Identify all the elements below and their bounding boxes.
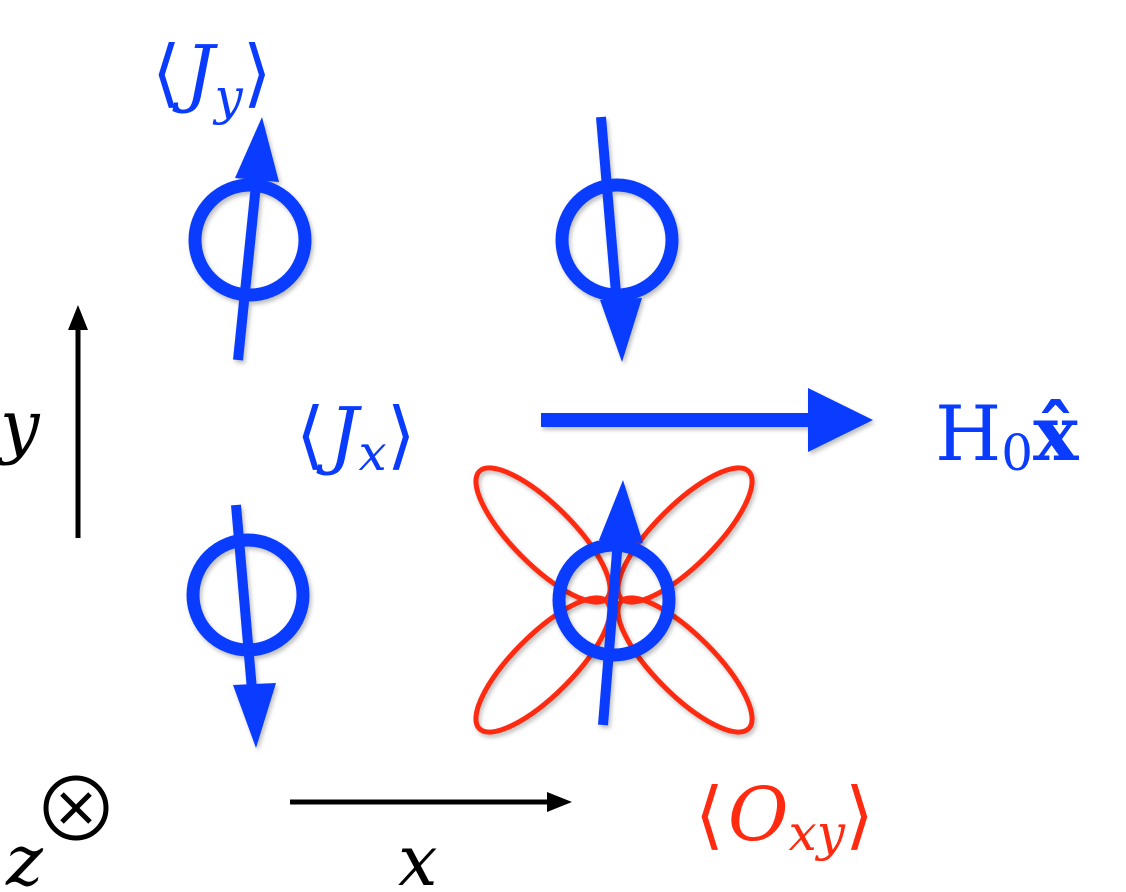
x-axis: [290, 792, 572, 812]
spin-top-left: [188, 117, 312, 361]
x-axis-label: x: [398, 820, 437, 892]
into-page-icon: [43, 775, 109, 841]
quadrupole-lobes: [473, 465, 755, 735]
spin-bottom-left: [186, 504, 310, 748]
label-oxy: ⟨Oxy⟩: [695, 772, 874, 862]
label-field: H0x̂: [935, 389, 1079, 482]
spin-top-right: [555, 116, 679, 362]
label-jx: ⟨Jx⟩: [296, 392, 416, 482]
z-axis-label: z: [5, 820, 44, 892]
label-jy: ⟨Jy⟩: [152, 30, 272, 126]
spin-bottom-right: [552, 480, 676, 726]
y-axis-label: y: [0, 385, 41, 467]
field-arrow: [541, 388, 873, 452]
y-axis: [68, 305, 88, 538]
